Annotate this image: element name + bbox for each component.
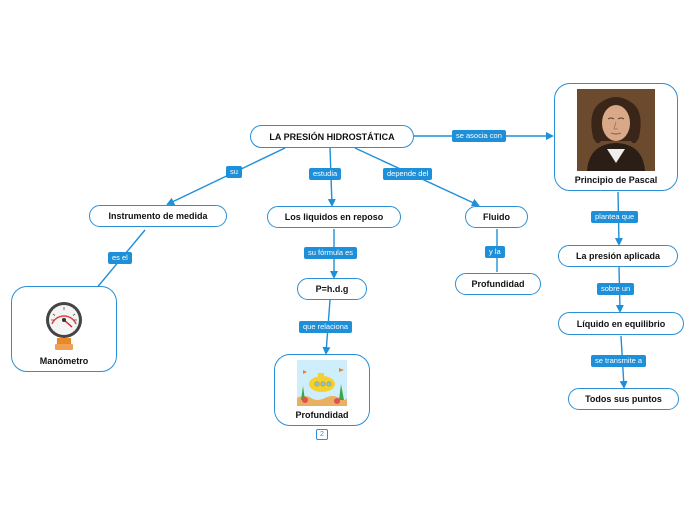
pressure-gauge-icon [46, 302, 82, 350]
node-label: Instrumento de medida [108, 211, 208, 221]
node-liquidos-reposo[interactable]: Los liquidos en reposo [267, 206, 401, 228]
node-presion-hidrostatica[interactable]: LA PRESIÓN HIDROSTÁTICA [250, 125, 414, 148]
node-manometro[interactable]: Manómetro [11, 286, 117, 372]
pascal-portrait-icon [577, 89, 655, 171]
label-su: su [226, 166, 242, 178]
node-formula[interactable]: P=h.d.g [297, 278, 367, 300]
label-se-transmite-a: se transmite a [591, 355, 647, 367]
label-su-formula-es: su fórmula es [304, 247, 358, 259]
submarine-icon [297, 360, 347, 406]
label-es-el: es el [108, 252, 132, 264]
node-principio-pascal[interactable]: Principio de Pascal [554, 83, 678, 191]
node-fluido[interactable]: Fluido [465, 206, 528, 228]
label-sobre-un: sobre un [597, 283, 635, 295]
node-label: Todos sus puntos [585, 394, 662, 404]
label-y-la: y la [485, 246, 505, 258]
node-label: Profundidad [295, 410, 349, 420]
label-plantea-que: plantea que [591, 211, 639, 223]
node-label: Los liquidos en reposo [284, 212, 384, 222]
count-badge[interactable]: 2 [316, 429, 328, 440]
label-depende-del: depende del [383, 168, 433, 180]
node-profundidad-imagen[interactable]: Profundidad [274, 354, 370, 426]
label-se-asocia-con: se asocia con [452, 130, 506, 142]
node-label: Profundidad [471, 279, 525, 289]
node-label: LA PRESIÓN HIDROSTÁTICA [269, 131, 395, 142]
node-label: Manómetro [39, 356, 89, 366]
node-label: La presión aplicada [575, 251, 661, 261]
node-todos-puntos[interactable]: Todos sus puntos [568, 388, 679, 410]
node-presion-aplicada[interactable]: La presión aplicada [558, 245, 678, 267]
node-liquido-equilibrio[interactable]: Líquido en equilibrio [558, 312, 684, 335]
label-que-relaciona: que relaciona [299, 321, 353, 333]
node-label: Principio de Pascal [574, 175, 658, 185]
node-label: P=h.d.g [315, 284, 349, 294]
node-label: Líquido en equilibrio [576, 318, 666, 329]
node-label: Fluido [483, 212, 510, 222]
label-estudia: estudia [309, 168, 342, 180]
node-instrumento-medida[interactable]: Instrumento de medida [89, 205, 227, 227]
node-profundidad[interactable]: Profundidad [455, 273, 541, 295]
